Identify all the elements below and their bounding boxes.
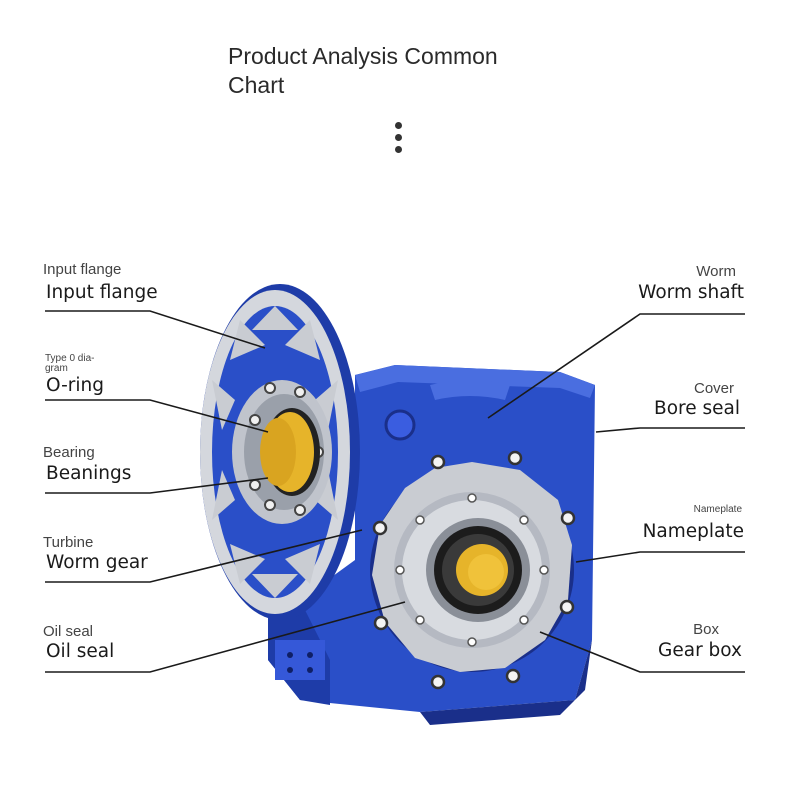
bearing-label-small: Bearing bbox=[43, 444, 95, 461]
oil-seal-label: Oil seal bbox=[46, 641, 114, 662]
leader-nameplate bbox=[576, 552, 745, 562]
worm-shaft-label: Worm shaft bbox=[638, 282, 744, 303]
bearing-label: Beanings bbox=[46, 463, 131, 484]
o-ring-label: O-ring bbox=[46, 375, 104, 396]
bore-seal-label-small: Cover bbox=[694, 380, 734, 397]
bore-seal-label: Bore seal bbox=[654, 398, 740, 419]
gear-box-label-small: Box bbox=[693, 621, 719, 638]
gear-box-label: Gear box bbox=[658, 640, 742, 661]
o-ring-label-small: Type 0 dia-gram bbox=[45, 354, 115, 374]
nameplate-label-small: Nameplate bbox=[672, 505, 742, 515]
worm-gear-label: Worm gear bbox=[46, 552, 148, 573]
input-flange-label-small: Input flange bbox=[43, 261, 121, 278]
input-flange-label: Input flange bbox=[46, 282, 158, 303]
worm-gear-label-small: Turbine bbox=[43, 534, 93, 551]
oil-seal-label-small: Oil seal bbox=[43, 623, 93, 640]
worm-shaft-label-small: Worm bbox=[696, 263, 736, 280]
nameplate-label: Nameplate bbox=[643, 521, 744, 542]
leader-bore-seal bbox=[596, 428, 745, 432]
